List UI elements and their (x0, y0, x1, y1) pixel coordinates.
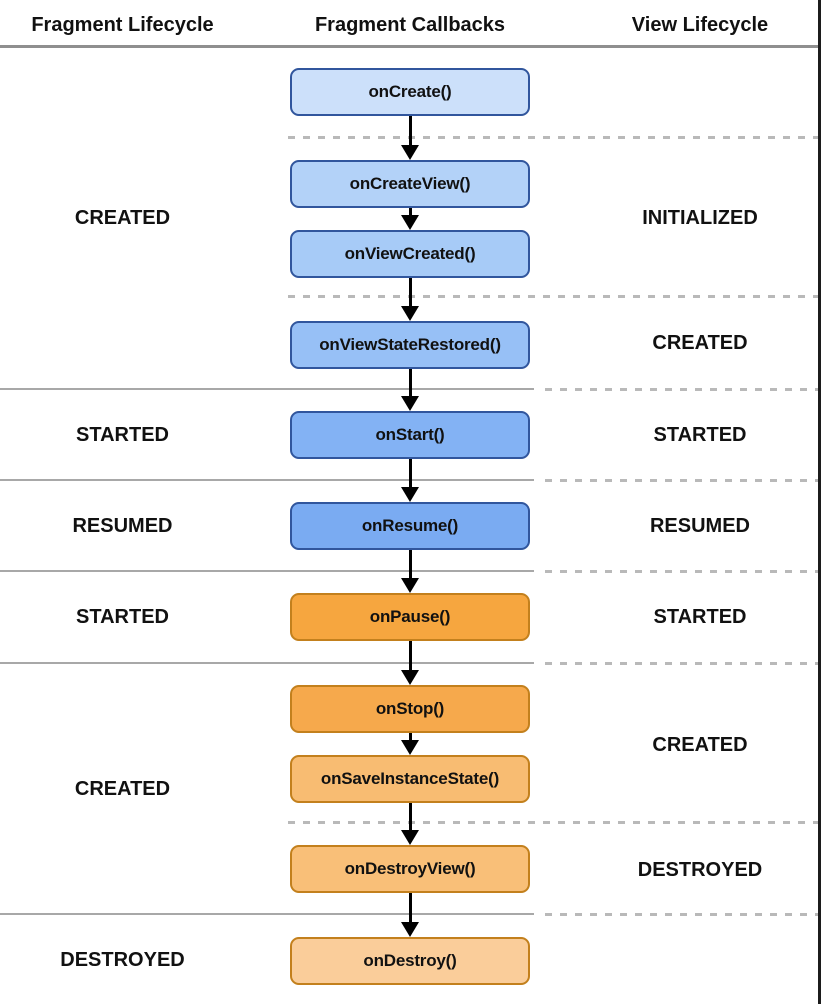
box-label: onStart() (375, 425, 445, 444)
fragment-state-created-2: CREATED (74, 778, 171, 800)
screenshot-right-border (818, 0, 821, 1004)
row-separator-line (0, 479, 534, 481)
arrow-line (408, 208, 412, 217)
arrow-line (408, 278, 412, 307)
fragment-state-started: STARTED (76, 424, 169, 446)
box-label: onViewStateRestored() (319, 335, 501, 354)
arrow-line (408, 893, 412, 923)
arrow-down-icon (401, 578, 419, 593)
box-label: onDestroy() (363, 951, 457, 970)
box-ondestroy: onDestroy() (290, 937, 530, 985)
box-label: onCreate() (368, 82, 452, 101)
arrow-down-icon (401, 830, 419, 845)
view-state-created-2: CREATED (652, 734, 748, 756)
column-header-fragment-callbacks: Fragment Callbacks (314, 14, 506, 36)
arrow-line (408, 641, 412, 671)
arrow-line (408, 369, 412, 397)
column-header-view-lifecycle: View Lifecycle (631, 14, 769, 36)
arrow-down-icon (401, 306, 419, 321)
arrow-line (408, 116, 412, 147)
dashed-separator-line (545, 570, 818, 573)
arrow-down-icon (401, 145, 419, 160)
view-state-destroyed: DESTROYED (637, 859, 763, 881)
arrow-down-icon (401, 396, 419, 411)
dashed-separator-line (545, 388, 818, 391)
dashed-separator-line (545, 913, 818, 916)
box-label: onViewCreated() (344, 244, 476, 263)
row-separator-line (0, 388, 534, 390)
dashed-separator-line (288, 136, 818, 139)
row-separator-line (0, 570, 534, 572)
arrow-down-icon (401, 922, 419, 937)
view-state-resumed: RESUMED (649, 515, 750, 537)
view-state-initialized: INITIALIZED (642, 207, 758, 229)
row-separator-line (0, 913, 534, 915)
view-state-created: CREATED (652, 332, 748, 354)
box-onpause: onPause() (290, 593, 530, 641)
box-label: onSaveInstanceState() (320, 769, 500, 788)
dashed-separator-line (288, 821, 818, 824)
row-separator-line (0, 662, 534, 664)
arrow-down-icon (401, 740, 419, 755)
fragment-state-destroyed: DESTROYED (60, 949, 185, 971)
box-label: onDestroyView() (344, 859, 476, 878)
box-label: onPause() (369, 607, 451, 626)
box-onstop: onStop() (290, 685, 530, 733)
arrow-down-icon (401, 215, 419, 230)
arrow-line (408, 803, 412, 831)
column-header-fragment-lifecycle: Fragment Lifecycle (31, 14, 214, 36)
box-oncreateview: onCreateView() (290, 160, 530, 208)
box-onviewstaterestored: onViewStateRestored() (290, 321, 530, 369)
fragment-state-resumed: RESUMED (72, 515, 173, 537)
box-onsaveinstancestate: onSaveInstanceState() (290, 755, 530, 803)
fragment-state-created: CREATED (74, 207, 171, 229)
dashed-separator-line (545, 479, 818, 482)
arrow-line (408, 550, 412, 579)
box-ondestroyview: onDestroyView() (290, 845, 530, 893)
dashed-separator-line (288, 295, 818, 298)
box-label: onStop() (375, 699, 445, 718)
box-label: onCreateView() (349, 174, 471, 193)
arrow-line (408, 459, 412, 488)
box-onstart: onStart() (290, 411, 530, 459)
arrow-down-icon (401, 670, 419, 685)
box-label: onResume() (361, 516, 459, 535)
arrow-line (408, 733, 412, 741)
view-state-started-2: STARTED (653, 606, 747, 628)
box-onviewcreated: onViewCreated() (290, 230, 530, 278)
header-separator-line (0, 45, 821, 48)
dashed-separator-line (545, 662, 818, 665)
view-state-started: STARTED (653, 424, 747, 446)
box-onresume: onResume() (290, 502, 530, 550)
arrow-down-icon (401, 487, 419, 502)
fragment-state-started-2: STARTED (76, 606, 169, 628)
box-oncreate: onCreate() (290, 68, 530, 116)
